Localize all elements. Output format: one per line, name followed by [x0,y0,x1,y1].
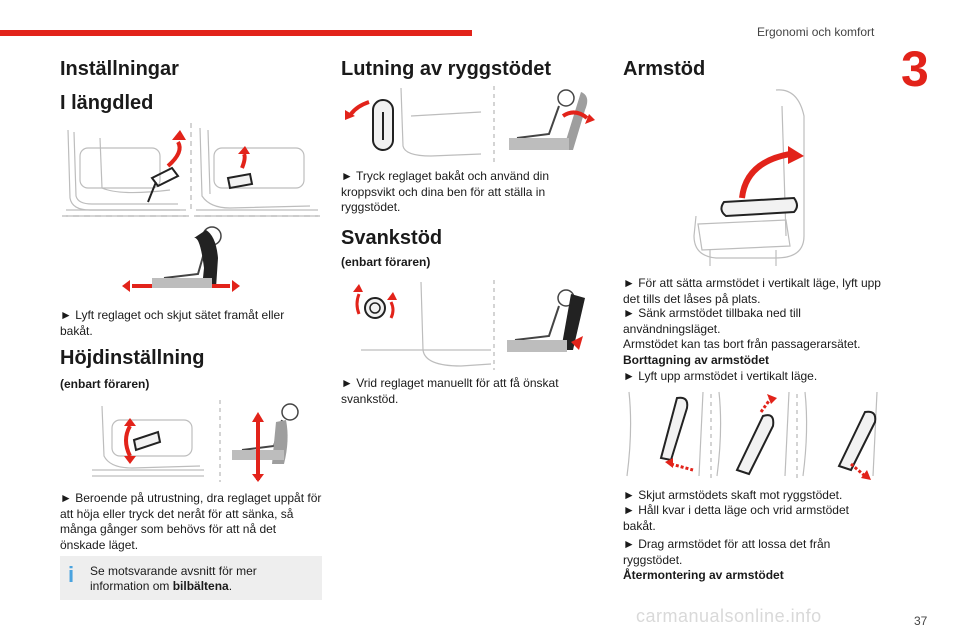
longitudinal-instructions: ► Lyft reglaget och skjut sätet framåt e… [60,308,285,338]
seat-slide-illustration [60,118,322,298]
armrest-text-1: ► För att sätta armstödet i vertikalt lä… [623,276,881,306]
armrest-text-6: ► Håll kvar i detta läge och vrid armstö… [623,503,849,533]
info-text: Se motsvarande avsnitt för mer informati… [90,564,315,594]
height-subtitle: (enbart föraren) [60,377,150,391]
page-number: 37 [914,614,928,628]
info-box: i Se motsvarande avsnitt för mer informa… [60,556,322,600]
backrest-illustration [341,86,603,162]
armrest-reinstall-title: Återmontering av armstödet [623,568,784,582]
info-text-start: Se motsvarande avsnitt för mer informati… [90,564,257,593]
section-title-backrest: Lutning av ryggstödet [341,58,551,80]
height-instructions: ► Beroende på utrustning, dra reglaget u… [60,491,322,552]
armrest-removal-illustration [623,390,885,482]
chapter-title: Ergonomi och komfort [757,25,875,39]
info-text-end: . [228,579,233,593]
lumbar-instructions: ► Vrid reglaget manuellt för att få önsk… [341,376,559,406]
section-title-height: Höjdinställning [60,347,205,369]
armrest-text-4: ► Lyft upp armstödet i vertikalt läge. [623,369,818,383]
armrest-text-2: ► Sänk armstödet tillbaka ned till använ… [623,306,801,336]
info-text-link-seatbelts: bilbältena [172,579,229,593]
watermark: carmanualsonline.info [636,606,822,626]
armrest-illustration [686,86,826,268]
section-title-longitudinal: I längdled [60,92,154,114]
section-title-armrest: Armstöd [623,58,706,80]
armrest-text-5: ► Skjut armstödets skaft mot ryggstödet. [623,488,843,502]
armrest-text-7: ► Drag armstödet för att lossa det från … [623,537,831,567]
section-title-lumbar: Svankstöd [341,227,443,249]
lumbar-illustration [341,280,603,370]
info-icon: i [67,562,75,587]
lumbar-subtitle: (enbart föraren) [341,255,431,269]
seat-height-illustration [82,400,322,482]
backrest-instructions: ► Tryck reglaget bakåt och använd din kr… [341,169,549,214]
chapter-number: 3 [901,41,929,97]
armrest-text-3: Armstödet kan tas bort från passagerarsä… [623,337,861,351]
armrest-removal-title: Borttagning av armstödet [623,353,770,367]
header-accent-bar [0,30,472,36]
page-section-title: Inställningar [60,58,179,80]
